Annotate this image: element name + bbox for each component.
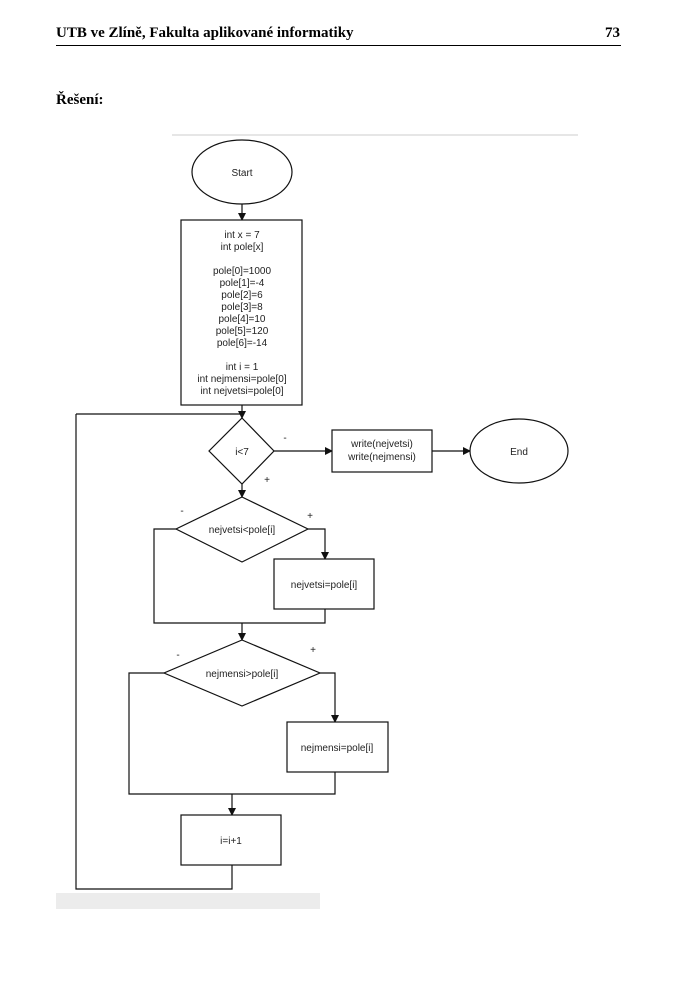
increment-box [180,814,282,866]
assign-max-label: nejvetsi=pole[i] [291,580,358,591]
init-process-box [180,219,303,406]
init-line: int pole[x] [221,242,264,253]
init-line: pole[5]=120 [216,326,269,337]
min-plus-label: + [310,645,316,656]
init-line: pole[4]=10 [219,314,266,325]
start-label: Start [231,168,252,179]
output-line: write(nejmensi) [347,452,416,463]
max-decision [174,496,310,563]
init-line: pole[0]=1000 [213,266,272,277]
init-lines: int x = 7 int pole[x] pole[0]=1000 pole[… [197,230,286,397]
page-number: 73 [605,25,620,41]
section-title: Řešení: [56,92,104,108]
loop-condition-label: i<7 [235,447,249,458]
line-min-minus [128,672,232,795]
init-line: int x = 7 [224,230,260,241]
init-line: pole[6]=-14 [217,338,268,349]
init-line: int i = 1 [226,362,259,373]
loop-back-line [75,414,233,890]
line-max-minus [153,528,242,624]
increment-label: i=i+1 [220,836,242,847]
init-line: int nejmensi=pole[0] [197,374,286,385]
arrow-max-plus [308,528,329,560]
max-condition-label: nejvetsi<pole[i] [209,525,276,536]
loop-plus-label: + [264,475,270,486]
running-header: UTB ve Zlíně, Fakulta aplikované informa… [56,25,354,41]
max-minus-label: - [180,506,183,517]
loop-minus-label: - [283,433,286,444]
header-rule [56,45,621,46]
init-line: pole[3]=8 [221,302,263,313]
init-line: pole[1]=-4 [220,278,265,289]
assign-min-box [286,721,389,773]
arrow-min-plus [320,672,339,723]
output-box [331,429,433,473]
scan-edge-bottom [56,893,320,909]
min-condition-label: nejmensi>pole[i] [206,669,279,680]
assign-max-box [273,558,375,610]
line-min-box-merge [232,772,336,795]
output-line: write(nejvetsi) [350,439,413,450]
init-line: int nejvetsi=pole[0] [200,386,283,397]
min-decision [162,639,322,707]
init-line: pole[2]=6 [221,290,263,301]
max-plus-label: + [307,511,313,522]
min-minus-label: - [176,650,179,661]
line-max-box-merge [242,609,326,624]
end-node [469,418,569,484]
assign-min-label: nejmensi=pole[i] [301,743,374,754]
end-label: End [510,447,528,458]
